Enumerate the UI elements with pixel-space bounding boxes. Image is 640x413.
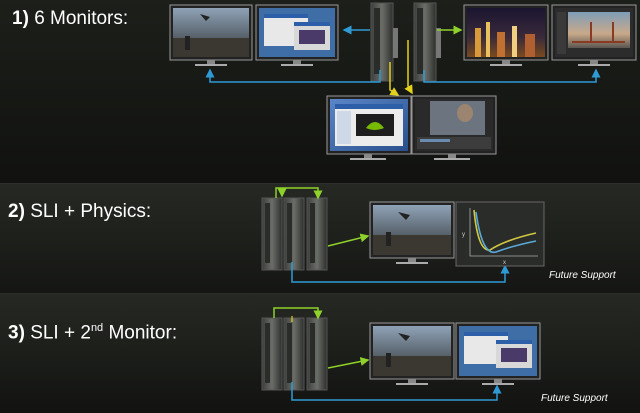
gpu-card-2c: [306, 197, 328, 271]
section-3-future-support: Future Support: [541, 393, 608, 404]
monitor-game-2: [369, 201, 455, 264]
arrow-to-second-monitor: [291, 382, 502, 401]
monitor-video-edit: [411, 95, 497, 160]
section-3-number: 3): [8, 322, 25, 344]
graph-x-label: x: [503, 260, 506, 266]
monitor-city-night: [463, 4, 549, 66]
graph-curve-yellow: [473, 209, 537, 251]
gpu-card-3a: [261, 317, 283, 391]
section-3-title-pre: SLI + 2: [30, 322, 91, 344]
arrow-to-physics-graph: [291, 262, 510, 283]
monitor-game-3: [369, 322, 455, 385]
section-2-title: SLI + Physics:: [30, 201, 152, 222]
section-3-title-sup: nd: [90, 322, 104, 334]
gpu-card-1b: [413, 2, 441, 82]
monitor-control-panel: [326, 95, 412, 160]
arrow-to-game-monitor-2: [327, 233, 370, 247]
gpu-card-3c: [306, 317, 328, 391]
arrow-to-monitor-4: [423, 68, 601, 83]
section-1-title: 6 Monitors:: [34, 8, 129, 29]
graph-curve-blue: [475, 211, 537, 254]
section-1-label: 1) 6 Monitors:: [12, 8, 128, 30]
section-2-number: 2): [8, 201, 25, 222]
physics-graph: y x: [455, 201, 545, 267]
sli-bridge-arrow-3: [273, 307, 323, 320]
graph-y-label: y: [462, 232, 465, 238]
arrow-to-game-monitor-3: [327, 357, 370, 369]
section-3-title-post: Monitor:: [103, 322, 178, 344]
gpu-card-2b: [283, 197, 305, 271]
section-2-future-support: Future Support: [549, 270, 616, 281]
monitor-desktop-1: [255, 4, 339, 66]
arrow-to-monitor-5: [389, 62, 400, 96]
gpu-card-3b: [283, 317, 305, 391]
sli-bridge-arrow-2: [275, 187, 323, 200]
monitor-desktop-3: [455, 322, 541, 385]
section-2-label: 2) SLI + Physics:: [8, 201, 151, 223]
section-3-label: 3) SLI + 2nd Monitor:: [8, 322, 177, 344]
gpu-card-2a: [261, 197, 283, 271]
arrow-to-monitor-1: [205, 68, 381, 83]
monitor-bridge: [551, 4, 637, 66]
monitor-game-1: [169, 4, 253, 66]
section-1-number: 1): [12, 8, 29, 29]
gpu-card-1a: [370, 2, 398, 82]
arrow-to-monitor-6: [404, 40, 413, 95]
